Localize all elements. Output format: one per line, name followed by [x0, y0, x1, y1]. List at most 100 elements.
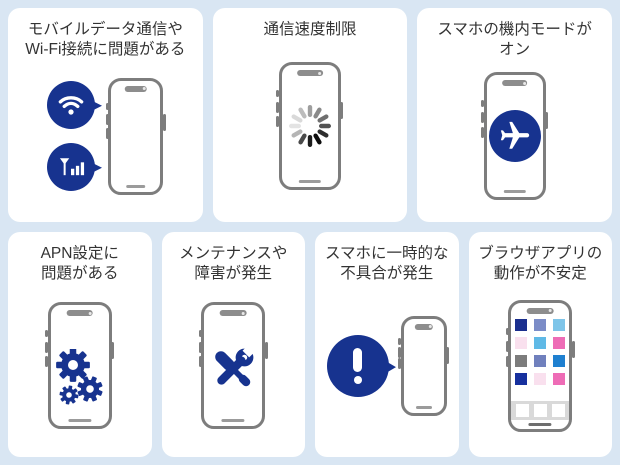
phone-home-indicator — [528, 422, 552, 426]
title-line: 動作が不安定 — [493, 265, 587, 283]
phone-side-button — [571, 340, 575, 358]
app-tile — [534, 354, 547, 367]
app-tile — [534, 372, 547, 385]
smartphone — [105, 77, 166, 195]
phone-side-button — [45, 356, 49, 368]
app-tile — [534, 336, 547, 349]
wifi-bubble — [47, 81, 96, 130]
phone-side-button — [105, 127, 109, 139]
app-tile — [534, 318, 547, 331]
phone-side-button — [505, 328, 509, 336]
panel-mobile-data-wifi: モバイルデータ通信や Wi-Fi接続に問題がある — [8, 8, 203, 222]
phone-camera-notch-icon — [219, 310, 247, 317]
app-tile — [553, 354, 566, 367]
panel-title: APN設定に 問題がある — [41, 244, 119, 285]
title-line: 障害が発生 — [194, 265, 272, 283]
panel-title: ブラウザアプリの 動作が不安定 — [478, 244, 602, 285]
panel-illustration — [218, 40, 403, 212]
wifi-icon — [59, 96, 84, 116]
panel-airplane-mode: スマホの機内モードが オン — [417, 8, 612, 222]
phone-side-button — [481, 99, 485, 107]
panel-speed-limit: 通信速度制限 — [212, 8, 408, 222]
title-line: 不具合が発生 — [340, 265, 434, 283]
dock-app-tile — [533, 403, 547, 417]
phone-camera-notch-icon — [501, 80, 528, 87]
title-line: スマホの機内モードが — [437, 21, 592, 38]
alert-bubble — [326, 334, 389, 397]
title-line: 問題がある — [40, 265, 119, 283]
title-line: スマホに一時的な — [324, 245, 449, 262]
app-grid-icon — [515, 318, 566, 385]
top-row: モバイルデータ通信や Wi-Fi接続に問題がある — [8, 8, 612, 222]
panel-illustration — [167, 285, 301, 447]
panel-title: スマホに一時的な 不具合が発生 — [325, 244, 449, 285]
phone-side-button — [545, 112, 549, 130]
airplane-mode-badge — [488, 110, 541, 163]
phone-side-button — [446, 347, 450, 365]
smartphone — [481, 72, 549, 201]
phone-side-button — [505, 355, 509, 367]
phone-side-button — [198, 356, 202, 368]
panel-temporary-glitch: スマホに一時的な 不具合が発生 — [315, 232, 459, 457]
panel-maintenance: メンテナンスや 障害が発生 — [161, 232, 305, 457]
panel-illustration — [474, 285, 608, 447]
airplane-icon — [500, 122, 529, 150]
app-tile — [553, 372, 566, 385]
phone-side-button — [481, 126, 485, 138]
app-tile — [515, 336, 528, 349]
title-line: 通信速度制限 — [263, 21, 357, 38]
phone-home-indicator — [68, 419, 92, 423]
phone-home-indicator — [298, 180, 322, 184]
panel-illustration — [422, 61, 607, 212]
phone-side-button — [198, 329, 202, 337]
phone-side-button — [398, 347, 402, 359]
phone-side-button — [481, 112, 485, 124]
phone-side-button — [505, 340, 509, 352]
panel-illustration — [320, 285, 454, 447]
app-tile — [515, 354, 528, 367]
title-line: モバイルデータ通信や — [27, 21, 183, 38]
phone-side-button — [340, 101, 344, 119]
phone-camera-notch-icon — [526, 307, 554, 314]
smartphone — [45, 302, 115, 430]
panel-title: スマホの機内モードが オン — [437, 20, 592, 61]
panel-title: モバイルデータ通信や Wi-Fi接続に問題がある — [25, 20, 185, 61]
phone-side-button — [276, 89, 280, 97]
phone-home-indicator — [221, 419, 245, 423]
phone-camera-notch-icon — [66, 310, 94, 317]
smartphone — [276, 62, 344, 191]
phone-side-button — [111, 341, 115, 359]
exclamation-dot-icon — [353, 375, 362, 384]
phone-side-button — [162, 114, 166, 132]
exclamation-icon — [353, 347, 363, 372]
phone-side-button — [105, 114, 109, 126]
title-line: ブラウザアプリの — [478, 245, 603, 262]
phone-side-button — [198, 341, 202, 353]
phone-home-indicator — [126, 184, 146, 188]
phone-side-button — [264, 341, 268, 359]
tools-icon — [215, 345, 257, 387]
phone-side-button — [398, 358, 402, 370]
phone-home-indicator — [415, 405, 432, 409]
signal-bubble — [47, 143, 96, 192]
panel-title: 通信速度制限 — [263, 20, 356, 40]
smartphone — [198, 302, 268, 430]
cellular-signal-icon — [60, 158, 85, 176]
gears-icon — [55, 348, 104, 406]
phone-home-indicator — [503, 190, 526, 194]
smartphone — [398, 315, 450, 416]
title-line: APN設定に — [40, 245, 119, 262]
phone-camera-notch-icon — [414, 323, 433, 330]
app-tile — [553, 336, 566, 349]
app-dock — [511, 400, 570, 420]
panel-title: メンテナンスや 障害が発生 — [179, 244, 287, 285]
panel-illustration — [13, 285, 147, 447]
phone-side-button — [276, 101, 280, 113]
dock-app-tile — [516, 403, 529, 417]
panel-apn-settings: APN設定に 問題がある — [8, 232, 152, 457]
bottom-row: APN設定に 問題がある — [8, 232, 612, 457]
phone-side-button — [45, 341, 49, 353]
phone-camera-notch-icon — [124, 85, 148, 92]
loading-spinner-icon — [288, 105, 331, 148]
